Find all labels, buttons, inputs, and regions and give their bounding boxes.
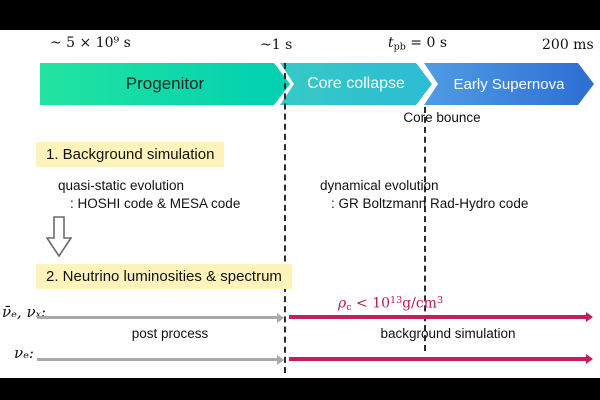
step2-highlight: 2. Neutrino luminosities & spectrum	[36, 264, 292, 289]
band-core-collapse: Core collapse	[280, 63, 432, 105]
density-condition: ρc < 1013g/cm3	[338, 295, 443, 313]
time-label-1s: ~1 s	[260, 37, 293, 53]
core-bounce-label: Core bounce	[403, 110, 481, 125]
row1-gray-line	[37, 316, 277, 319]
band-core-collapse-label: Core collapse	[307, 75, 405, 92]
band-early-supernova-label: Early Supernova	[453, 75, 565, 93]
time-label-200ms: 200 ms	[542, 37, 594, 53]
band-early-supernova: Early Supernova	[424, 63, 594, 105]
dynamical-label: dynamical evolution	[320, 178, 439, 193]
density-unit: g/cm	[402, 295, 437, 312]
row2-neutrino-label: νₑ:	[14, 344, 34, 362]
post-process-label: post process	[131, 326, 209, 341]
letterbox-bottom	[0, 378, 600, 400]
time-label-tpb: tpb = 0 s	[388, 35, 447, 53]
step1-highlight: 1. Background simulation	[36, 142, 225, 167]
row1-crimson-line	[289, 315, 586, 319]
dashed-divider-1s	[284, 63, 286, 373]
codes1-label: : HOSHI code & MESA code	[70, 196, 241, 211]
tpb-subscript: pb	[393, 41, 406, 53]
density-mid: < 10	[351, 295, 391, 312]
density-exponent: 13	[390, 295, 403, 306]
background-simulation-label: background simulation	[380, 326, 516, 341]
letterbox-top	[0, 0, 600, 30]
row1-neutrino-label: ν̄ₑ, νₓ:	[2, 303, 46, 321]
quasi-static-label: quasi-static evolution	[58, 178, 185, 193]
band-progenitor-label: Progenitor	[125, 74, 205, 93]
codes2-label: : GR Boltzmann Rad-Hydro code	[331, 196, 529, 211]
density-unit-exponent: 3	[436, 295, 443, 306]
rho-subscript: c	[346, 301, 352, 313]
row2-gray-line	[37, 358, 277, 361]
time-label-progenitor: ~ 5 × 10⁹ s	[50, 35, 131, 51]
tpb-rest: = 0 s	[405, 35, 448, 51]
down-arrow-icon	[45, 216, 73, 263]
band-progenitor: Progenitor	[40, 63, 290, 105]
rho-symbol: ρ	[338, 295, 347, 312]
row2-crimson-line	[289, 357, 586, 361]
dashed-divider-tpb	[424, 107, 426, 351]
tpb-variable: t	[388, 35, 394, 51]
